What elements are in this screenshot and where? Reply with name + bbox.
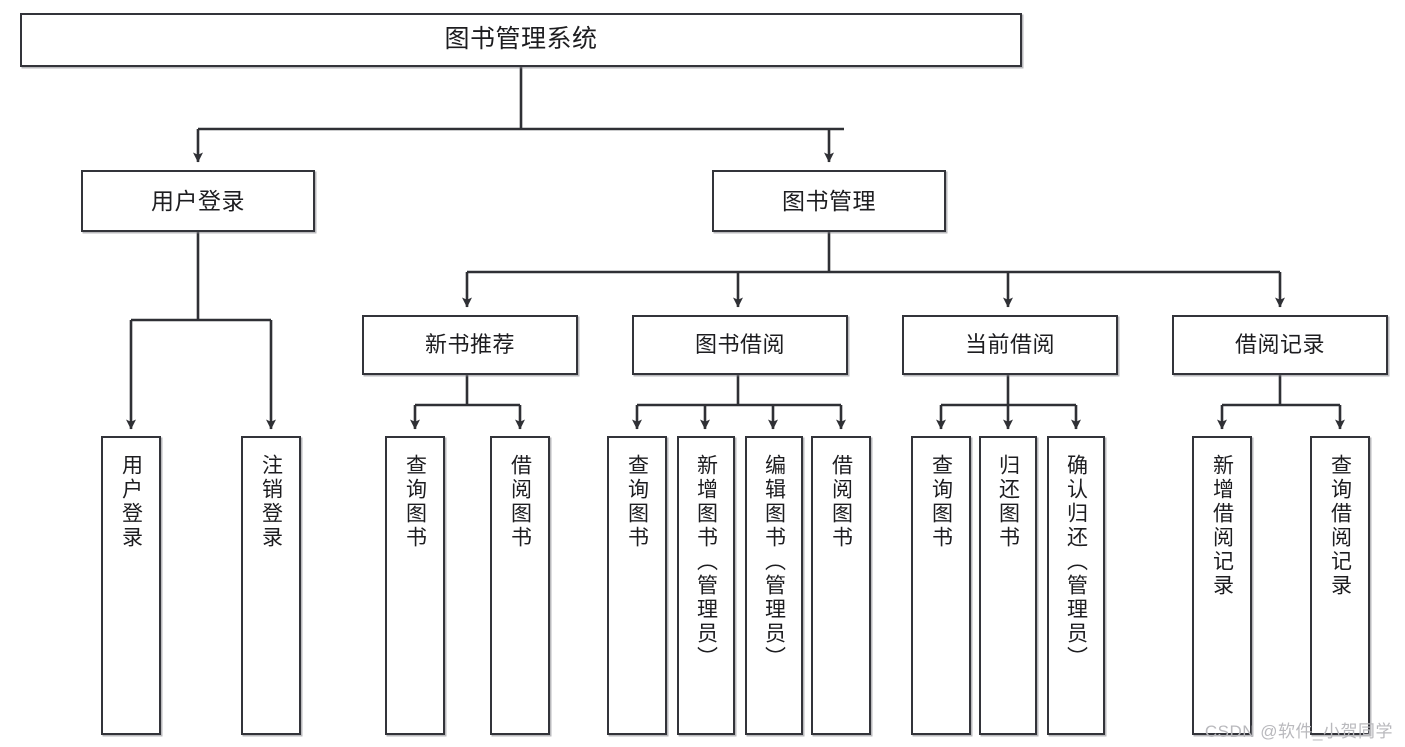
node-leaf-borrow-book-2[interactable]: 借阅图书: [811, 436, 871, 735]
node-leaf-query-book-3[interactable]: 查询图书: [911, 436, 971, 735]
node-book-manage-label: 图书管理: [782, 187, 876, 214]
node-leaf-add-record-label: 新增借阅记录: [1210, 454, 1234, 598]
node-leaf-return-book-label: 归还图书: [996, 454, 1020, 550]
node-leaf-edit-book-label: 编辑图书（管理员）: [762, 454, 786, 670]
node-leaf-borrow-book-2-label: 借阅图书: [829, 454, 853, 550]
node-new-book-recommend[interactable]: 新书推荐: [362, 315, 578, 375]
node-root[interactable]: 图书管理系统: [20, 13, 1022, 67]
node-leaf-borrow-book-1[interactable]: 借阅图书: [490, 436, 550, 735]
node-leaf-logout-label: 注销登录: [259, 454, 283, 550]
node-leaf-borrow-book-1-label: 借阅图书: [508, 454, 532, 550]
node-user-login-label: 用户登录: [151, 187, 245, 214]
node-borrow-record-label: 借阅记录: [1234, 332, 1325, 358]
node-leaf-return-book[interactable]: 归还图书: [979, 436, 1037, 735]
node-leaf-query-book-3-label: 查询图书: [929, 454, 953, 550]
node-leaf-add-book[interactable]: 新增图书（管理员）: [677, 436, 735, 735]
node-root-label: 图书管理系统: [444, 25, 598, 54]
node-user-login[interactable]: 用户登录: [81, 170, 315, 232]
node-leaf-query-record[interactable]: 查询借阅记录: [1310, 436, 1370, 735]
node-leaf-query-record-label: 查询借阅记录: [1328, 454, 1352, 598]
node-leaf-edit-book[interactable]: 编辑图书（管理员）: [745, 436, 803, 735]
node-leaf-query-book-2-label: 查询图书: [625, 454, 649, 550]
node-book-manage[interactable]: 图书管理: [712, 170, 946, 232]
watermark-text: CSDN @软件_小贺同学: [1204, 722, 1393, 741]
node-leaf-confirm-return[interactable]: 确认归还（管理员）: [1047, 436, 1105, 735]
node-leaf-query-book-1-label: 查询图书: [403, 454, 427, 550]
node-current-borrow-label: 当前借阅: [964, 332, 1055, 358]
node-borrow-record[interactable]: 借阅记录: [1172, 315, 1388, 375]
node-current-borrow[interactable]: 当前借阅: [902, 315, 1118, 375]
node-leaf-add-book-label: 新增图书（管理员）: [694, 454, 718, 670]
node-new-book-recommend-label: 新书推荐: [424, 332, 515, 358]
node-book-borrow[interactable]: 图书借阅: [632, 315, 848, 375]
node-leaf-query-book-1[interactable]: 查询图书: [385, 436, 445, 735]
node-leaf-query-book-2[interactable]: 查询图书: [607, 436, 667, 735]
node-leaf-logout[interactable]: 注销登录: [241, 436, 301, 735]
node-book-borrow-label: 图书借阅: [694, 332, 785, 358]
node-leaf-confirm-return-label: 确认归还（管理员）: [1064, 454, 1088, 670]
node-leaf-add-record[interactable]: 新增借阅记录: [1192, 436, 1252, 735]
node-leaf-user-login-label: 用户登录: [119, 454, 143, 550]
node-leaf-user-login[interactable]: 用户登录: [101, 436, 161, 735]
